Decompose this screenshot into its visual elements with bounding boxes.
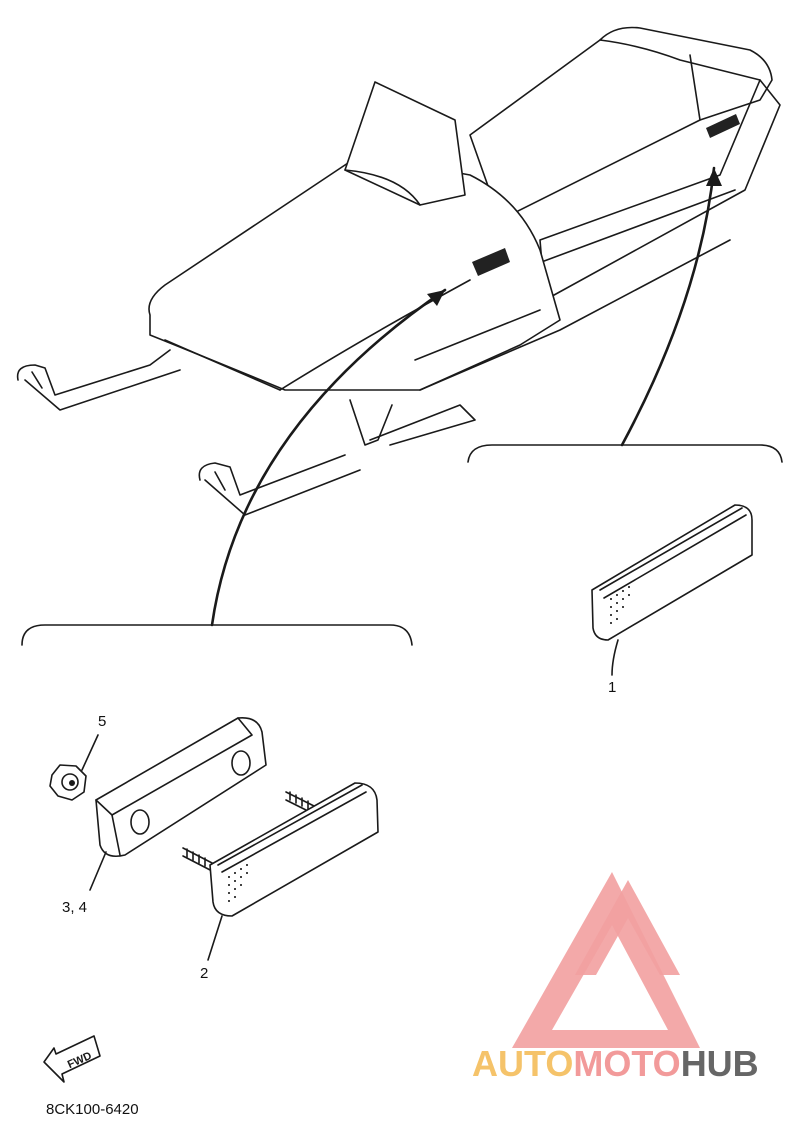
watermark-moto: MOTO bbox=[573, 1043, 680, 1084]
snowmobile-illustration bbox=[16, 26, 781, 516]
part-2-reflector bbox=[182, 782, 379, 961]
drawing-code: 8CK100-6420 bbox=[46, 1101, 139, 1118]
watermark-hub: HUB bbox=[681, 1043, 759, 1084]
detail-bracket-right bbox=[467, 444, 783, 463]
callout-1: 1 bbox=[608, 679, 616, 696]
watermark-logo bbox=[512, 872, 700, 1048]
watermark-text: AUTOMOTOHUB bbox=[472, 1043, 759, 1084]
callout-5: 5 bbox=[98, 713, 106, 730]
watermark-auto: AUTO bbox=[472, 1043, 573, 1084]
detail-bracket-left bbox=[21, 624, 413, 646]
fwd-arrow-icon: FWD bbox=[43, 1035, 101, 1083]
part-1-reflector bbox=[591, 504, 753, 676]
arrow-head-front bbox=[427, 290, 445, 306]
pointer-arrows bbox=[210, 166, 722, 627]
decal-front bbox=[472, 248, 510, 276]
decal-rear bbox=[706, 114, 740, 138]
part-3-4-bracket bbox=[89, 716, 267, 891]
arrow-head-rear bbox=[706, 168, 722, 186]
part-5-nut bbox=[49, 734, 99, 801]
callout-3-4: 3, 4 bbox=[62, 899, 87, 916]
callout-2: 2 bbox=[200, 965, 208, 982]
